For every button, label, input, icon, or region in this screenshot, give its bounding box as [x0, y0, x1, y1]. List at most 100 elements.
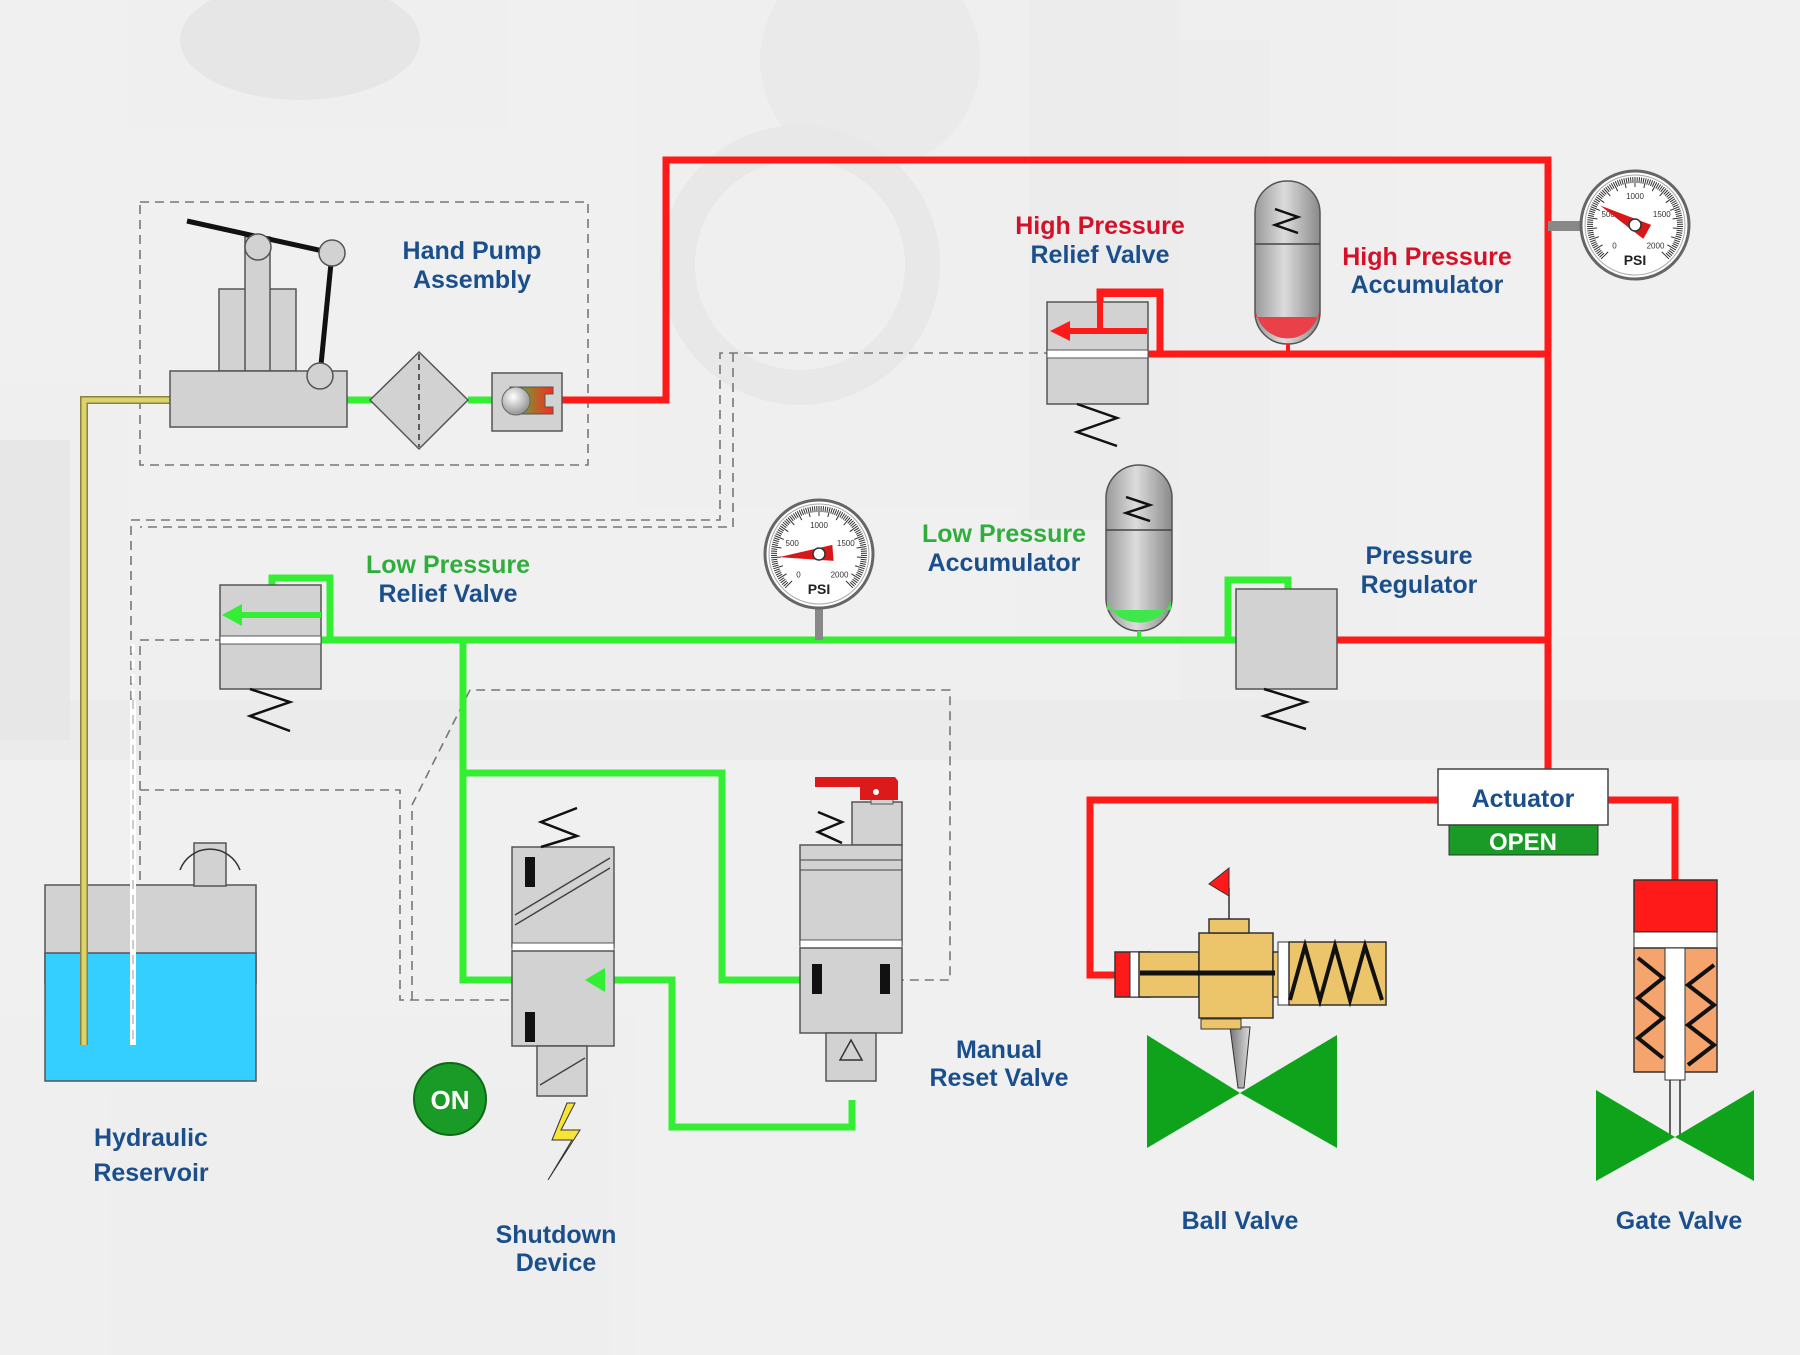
gauge-hp-tick: [1674, 239, 1681, 243]
gauge-hp-tick: [1610, 183, 1615, 189]
gauge-hp-tick: [1596, 249, 1602, 255]
label-gate-valve: Gate Valve: [1616, 1207, 1743, 1235]
spring-icon: [1271, 207, 1302, 235]
suction-line: [80, 396, 170, 1045]
gauge-lp-tick: [787, 517, 795, 526]
gauge-lp-tick: [782, 521, 788, 527]
gauge-hp-tick: [1614, 181, 1619, 187]
gauge-hp-tick: [1587, 231, 1594, 234]
label-lp-relief-1: Low Pressure: [366, 551, 530, 579]
gauge-hp-tick: [1593, 244, 1603, 251]
gauge-hp-tick: [1675, 235, 1682, 239]
shutdown-on-indicator[interactable]: ON: [413, 1062, 487, 1136]
gauge-hp-tick: [1676, 229, 1683, 232]
gauge-lp-tick: [839, 512, 844, 518]
gauge-lp-tick: [779, 525, 789, 533]
gauge-lp-tick: [771, 558, 778, 561]
gauge-hp-tick: [1588, 210, 1596, 214]
gauge-lp-tick: [775, 572, 782, 576]
gauge-lp-tick: [776, 531, 783, 535]
gauge-hp-tick-label: 0: [1612, 242, 1617, 251]
hp-relief-valve: [1046, 291, 1163, 448]
label-hp-relief-2: Relief Valve: [1031, 241, 1170, 269]
gauge-lp-tick: [772, 541, 779, 545]
gauge-hp-tick: [1594, 198, 1601, 203]
hand-pump: [169, 218, 348, 428]
reservoir-fluid: [44, 952, 257, 1082]
gauge-hp-tick: [1591, 243, 1598, 247]
spring-icon: [1073, 402, 1121, 448]
gauge-hp-tick-label: 2000: [1647, 242, 1665, 251]
gauge-lp-tick: [855, 573, 862, 578]
gauge-hp-tick: [1666, 192, 1672, 198]
gauge-lp-tick: [789, 515, 794, 522]
label-hand-pump-2: Assembly: [413, 266, 531, 294]
gauge-hp-tick: [1672, 243, 1679, 247]
label-lp-accumulator-2: Accumulator: [928, 549, 1081, 577]
gauge-hp-tick: [1667, 251, 1673, 256]
gauge-lp-tick: [785, 518, 791, 524]
gauge-hp-tick: [1669, 198, 1676, 203]
actuator-status-badge[interactable]: OPEN: [1448, 824, 1599, 856]
gauge-lp-tick: [773, 565, 784, 570]
gauge-lp-tick: [844, 515, 849, 522]
gauge-hp-tick: [1669, 206, 1680, 211]
labels: Hand Pump Assembly High Pressure Relief …: [93, 212, 1742, 1277]
gauge-lp-tick: [835, 511, 842, 521]
gauge-lp-tick: [777, 529, 784, 534]
gauge-lp-tick: [853, 527, 860, 532]
label-hp-accumulator-1: High Pressure: [1342, 243, 1512, 271]
gauge-lp-tick: [859, 562, 866, 565]
gauge-lp-tick: [832, 508, 836, 515]
gauge-lp-tick: [833, 509, 838, 516]
gauge-lp-tick: [848, 520, 854, 526]
gauge-hp-tick: [1589, 208, 1596, 212]
gauge-hp-tick: [1670, 236, 1681, 241]
gauge-lp-pivot: [812, 547, 826, 561]
gauge-lp-unit: PSI: [808, 581, 831, 597]
gauge-hp-tick: [1589, 236, 1600, 241]
gauge-lp-tick: [776, 573, 783, 578]
gauge-hp-tick: [1606, 185, 1612, 191]
gauge-lp-tick: [826, 506, 829, 513]
gauge-hp-tick: [1587, 227, 1598, 230]
gauge-lp-tick: [853, 535, 864, 540]
gauge-lp-tick: [784, 580, 793, 589]
gauge-hp-tick: [1587, 216, 1598, 220]
gauge-hp-tick: [1643, 178, 1647, 189]
ball-valve: [1114, 866, 1387, 1148]
hand-pump-assembly-boundary: [139, 201, 589, 466]
gauge-lp-tick: [856, 556, 867, 559]
gauge-hp-tick: [1660, 186, 1665, 193]
gauge-hp-tick-label: 1500: [1653, 210, 1671, 219]
label-shutdown-2: Device: [516, 1249, 597, 1277]
gauge-lp-tick: [835, 510, 840, 516]
gauge-lp-tick: [860, 560, 867, 563]
spring-icon: [1122, 495, 1154, 523]
gauge-hp-tick: [1600, 251, 1609, 260]
gauge-hp-tick: [1674, 208, 1681, 212]
gauge-hp-tick: [1665, 252, 1671, 258]
gauge-hp-tick: [1651, 181, 1656, 187]
gauge-lp-tick: [773, 568, 780, 572]
gauge-lp-tick: [855, 531, 862, 535]
gauge-lp-tick: [794, 512, 799, 518]
gauge-hp-tick: [1676, 214, 1683, 217]
gauge-lp-tick: [822, 506, 825, 513]
gauge-lp-tick: [780, 578, 786, 584]
gate-valve: [1596, 879, 1754, 1181]
gauge-hp-tick: [1646, 178, 1649, 185]
gauge-lp-tick: [856, 545, 867, 549]
gauge-hp-tick: [1590, 206, 1601, 211]
gauge-hp-tick: [1592, 244, 1599, 249]
gauge-hp-tick: [1601, 189, 1607, 195]
gauge-hp-tick: [1592, 202, 1599, 206]
gauge-lp-tick-label: 500: [786, 539, 800, 548]
gauge-hp-tick: [1603, 188, 1611, 197]
gauge-lp-tick: [851, 580, 857, 585]
gauge-lp-tick: [858, 568, 865, 572]
gauge-lp-tick: [771, 545, 782, 549]
gauge-lp-tick: [851, 523, 857, 529]
gauge-lp-tick: [790, 514, 796, 520]
